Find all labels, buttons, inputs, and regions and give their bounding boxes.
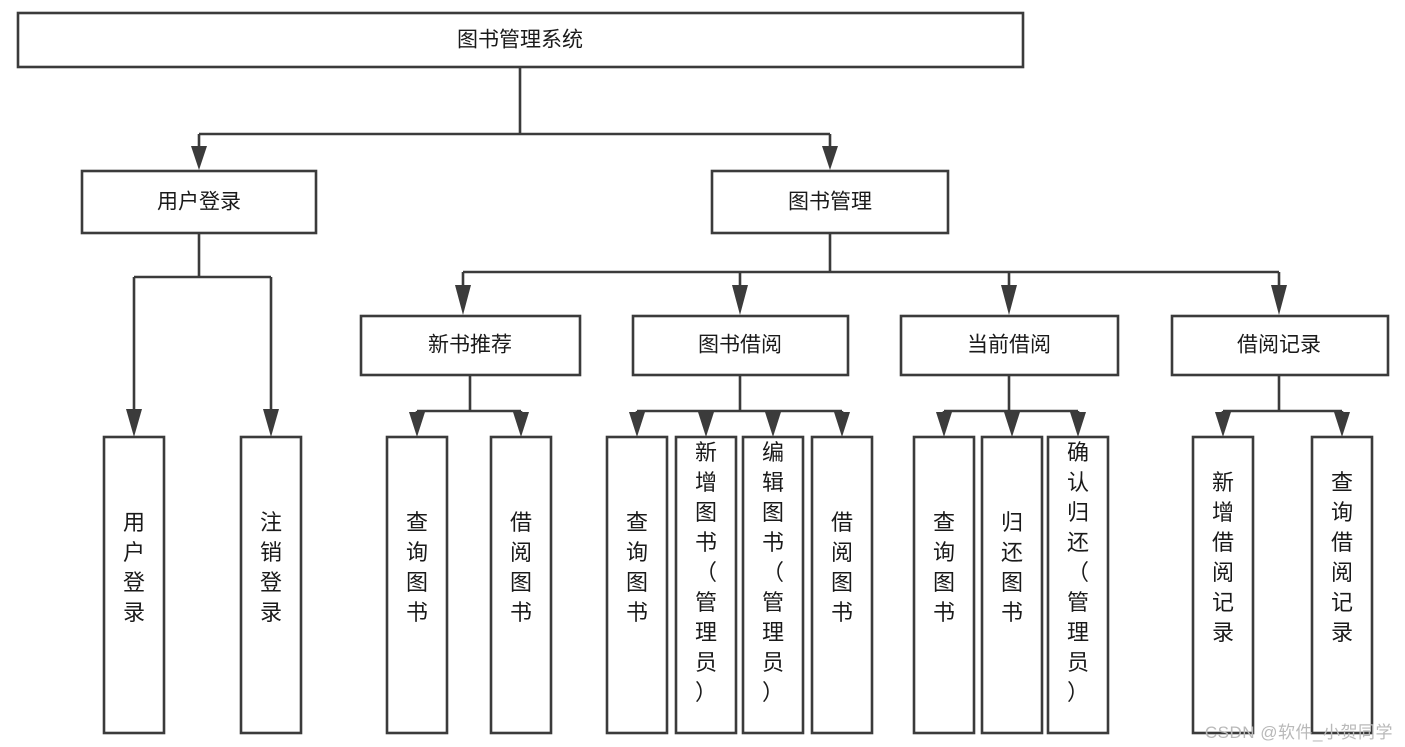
node-root[interactable]: 图书管理系统 xyxy=(16,11,1025,69)
arrow-icon-leaf-b1 xyxy=(629,412,645,437)
leaf-node-borrow-book[interactable]: 借阅图书 xyxy=(810,435,874,735)
leaf-node-current-query-label: 查询图书 xyxy=(933,510,955,625)
leaf-node-confirm-return-box[interactable] xyxy=(1046,435,1110,735)
leaf-node-borrow-book-label: 借阅图书 xyxy=(831,510,853,625)
leaf-node-newbook-borrow-box[interactable] xyxy=(489,435,553,735)
leaf-node-newbook-borrow[interactable]: 借阅图书 xyxy=(489,435,553,735)
leaf-node-return-book[interactable]: 归还图书 xyxy=(980,435,1044,735)
leaf-node-confirm-return[interactable]: 确认归还（管理员） xyxy=(1046,435,1110,735)
arrow-icon-leaf-n2 xyxy=(513,412,529,437)
arrow-icon-to-borrowrecord xyxy=(1271,285,1287,315)
node-book-management-label: 图书管理 xyxy=(788,191,872,214)
leaf-node-confirm-return-label: 确认归还（管理员） xyxy=(1067,440,1089,705)
leaf-node-borrow-edit[interactable]: 编辑图书（管理员） xyxy=(741,435,805,735)
arrow-icon-leaf-b4 xyxy=(834,412,850,437)
node-root-box[interactable] xyxy=(16,11,1025,69)
leaf-node-current-query-box[interactable] xyxy=(912,435,976,735)
leaf-node-logout-label: 注销登录 xyxy=(260,510,282,625)
leaf-node-borrow-add-label: 新增图书（管理员） xyxy=(695,440,717,705)
node-book-management-box[interactable] xyxy=(710,169,950,235)
leaf-node-newbook-borrow-label: 借阅图书 xyxy=(510,510,532,625)
node-user-login-label: 用户登录 xyxy=(157,191,241,214)
leaf-node-user-login-box[interactable] xyxy=(102,435,166,735)
node-root-label: 图书管理系统 xyxy=(457,29,583,52)
leaf-node-query-record-box[interactable] xyxy=(1310,435,1374,735)
leaf-node-borrow-edit-box[interactable] xyxy=(741,435,805,735)
arrow-icon-leaf-n1 xyxy=(409,412,425,437)
arrow-heads xyxy=(126,146,1350,437)
node-user-login-box[interactable] xyxy=(80,169,318,235)
leaf-node-query-record-label: 查询借阅记录 xyxy=(1331,470,1353,645)
node-new-book-recommend-label: 新书推荐 xyxy=(428,334,512,357)
arrow-icon-leaf-c3 xyxy=(1070,412,1086,437)
leaf-node-return-book-label: 归还图书 xyxy=(1001,510,1023,625)
leaf-node-add-record[interactable]: 新增借阅记录 xyxy=(1191,435,1255,735)
leaf-node-borrow-add[interactable]: 新增图书（管理员） xyxy=(674,435,738,735)
node-borrow-record-label: 借阅记录 xyxy=(1237,334,1321,357)
leaf-node-user-login[interactable]: 用户登录 xyxy=(102,435,166,735)
arrow-icon-to-bookmgmt xyxy=(822,146,838,170)
node-current-borrow-label: 当前借阅 xyxy=(967,334,1051,357)
leaf-node-borrow-edit-label: 编辑图书（管理员） xyxy=(762,440,784,705)
node-book-borrow[interactable]: 图书借阅 xyxy=(631,314,850,377)
leaf-node-borrow-query-box[interactable] xyxy=(605,435,669,735)
leaf-node-add-record-label: 新增借阅记录 xyxy=(1212,470,1234,645)
leaf-node-borrow-query-label: 查询图书 xyxy=(626,510,648,625)
node-borrow-record-box[interactable] xyxy=(1170,314,1390,377)
leaf-node-add-record-box[interactable] xyxy=(1191,435,1255,735)
node-user-login[interactable]: 用户登录 xyxy=(80,169,318,235)
node-book-management[interactable]: 图书管理 xyxy=(710,169,950,235)
arrow-icon-leaf-c1 xyxy=(936,412,952,437)
leaf-node-logout-box[interactable] xyxy=(239,435,303,735)
node-current-borrow-box[interactable] xyxy=(899,314,1120,377)
arrow-icon-leaf-r1 xyxy=(1215,412,1231,437)
arrow-icon-leaf-c2 xyxy=(1004,412,1020,437)
arrow-icon-to-bookborrow xyxy=(732,285,748,315)
leaf-node-newbook-query-box[interactable] xyxy=(385,435,449,735)
leaf-node-borrow-book-box[interactable] xyxy=(810,435,874,735)
node-borrow-record[interactable]: 借阅记录 xyxy=(1170,314,1390,377)
arrow-icon-leaf-b2 xyxy=(698,412,714,437)
arrow-icon-leaf-u1 xyxy=(126,409,142,437)
arrow-icon-to-currentborrow xyxy=(1001,285,1017,315)
arrow-icon-to-newbook xyxy=(455,285,471,315)
arrow-icon-leaf-b3 xyxy=(765,412,781,437)
leaf-node-borrow-add-box[interactable] xyxy=(674,435,738,735)
node-new-book-recommend-box[interactable] xyxy=(359,314,582,377)
node-current-borrow[interactable]: 当前借阅 xyxy=(899,314,1120,377)
leaf-node-logout[interactable]: 注销登录 xyxy=(239,435,303,735)
node-book-borrow-box[interactable] xyxy=(631,314,850,377)
node-book-borrow-label: 图书借阅 xyxy=(698,334,782,357)
arrow-icon-leaf-r2 xyxy=(1334,412,1350,437)
arrow-icon-leaf-u2 xyxy=(263,409,279,437)
leaf-node-return-book-box[interactable] xyxy=(980,435,1044,735)
leaf-node-query-record[interactable]: 查询借阅记录 xyxy=(1310,435,1374,735)
arrow-icon-to-userlogin xyxy=(191,146,207,170)
leaf-node-newbook-query-label: 查询图书 xyxy=(406,510,428,625)
leaf-node-current-query[interactable]: 查询图书 xyxy=(912,435,976,735)
node-new-book-recommend[interactable]: 新书推荐 xyxy=(359,314,582,377)
leaf-node-newbook-query[interactable]: 查询图书 xyxy=(385,435,449,735)
leaf-node-borrow-query[interactable]: 查询图书 xyxy=(605,435,669,735)
leaf-node-user-login-label: 用户登录 xyxy=(123,510,145,625)
